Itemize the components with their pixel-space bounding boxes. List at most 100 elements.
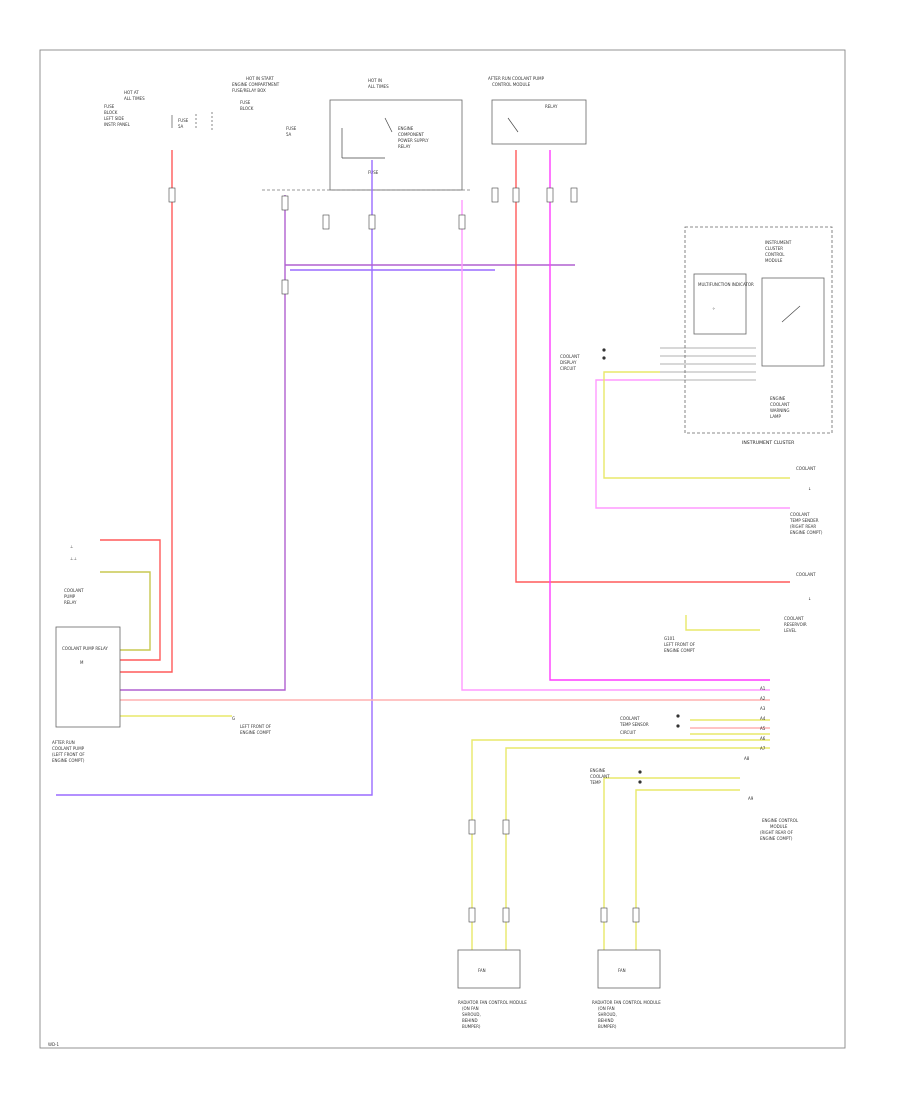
svg-text:AFTER RUN COOLANT PUMP: AFTER RUN COOLANT PUMP [488,76,545,81]
instrument-cluster-label: INSTRUMENT CLUSTER [742,440,795,446]
svg-text:INSTRUMENT: INSTRUMENT [765,240,792,245]
wire-magenta-right [549,150,770,681]
svg-text:BLOCK: BLOCK [104,110,118,115]
svg-text:RESERVOIR: RESERVOIR [784,622,807,627]
connector-stubs-top [168,187,640,923]
svg-text:FUSE: FUSE [240,100,251,105]
svg-text:FUSE: FUSE [286,126,297,131]
svg-text:BUMPER): BUMPER) [462,1024,481,1029]
svg-text:ENGINE COMPT: ENGINE COMPT [664,648,695,653]
svg-text:SHROUD,: SHROUD, [462,1012,481,1017]
svg-text:BLOCK: BLOCK [240,106,254,111]
fuse-block-left: HOT AT ALL TIMES FUSE BLOCK LEFT SIDE IN… [104,90,197,130]
svg-text:(RIGHT REAR OF: (RIGHT REAR OF [760,830,794,835]
svg-text:ENGINE COMPT): ENGINE COMPT) [790,530,823,535]
svg-text:SHROUD,: SHROUD, [598,1012,617,1017]
coolant-pump-relay-symbol: ⊥ ⊥⊥ COOLANT PUMP RELAY [64,544,84,605]
ecm-label: ENGINE CONTROL MODULE (RIGHT REAR OF ENG… [760,818,799,841]
svg-text:COOLANT: COOLANT [590,774,610,779]
fuse-block-middle: HOT IN START ENGINE COMPARTMENT FUSE/REL… [211,76,297,137]
svg-text:ENGINE: ENGINE [398,126,414,131]
svg-text:COOLANT PUMP: COOLANT PUMP [52,746,85,751]
svg-text:CONTROL MODULE: CONTROL MODULE [492,82,531,87]
svg-text:WARNING: WARNING [770,408,790,413]
fan-label-right: FAN [618,968,626,973]
wire-yellow-fan-right-b [635,789,740,950]
svg-text:ALL TIMES: ALL TIMES [368,84,389,89]
svg-text:TEMP SENDER: TEMP SENDER [789,518,819,523]
svg-text:(RIGHT REAR: (RIGHT REAR [790,524,816,529]
svg-text:ENGINE COMPT: ENGINE COMPT [240,730,271,735]
svg-text:ENGINE: ENGINE [770,396,786,401]
wire-pink-center [461,200,770,691]
signal-labels-center: COOLANT TEMP SENSOR CIRCUIT ENGINE COOLA… [589,714,680,785]
svg-text:HOT IN: HOT IN [368,78,382,83]
svg-text:FUSE/RELAY BOX: FUSE/RELAY BOX [232,88,266,93]
coolant-temp-sender: COOLANT ↓ COOLANT TEMP SENDER (RIGHT REA… [789,466,823,535]
engine-fuse-relay-box: HOT IN ALL TIMES ENGINE COMPONENT POWER … [329,78,463,191]
radiator-fan-right-label: RADIATOR FAN CONTROL MODULE [592,1000,661,1005]
svg-text:COOLANT: COOLANT [790,512,810,517]
svg-text:FUSE: FUSE [178,118,189,123]
wire-purple-left [120,195,286,691]
svg-text:CIRCUIT: CIRCUIT [620,730,636,735]
svg-text:HOT AT: HOT AT [124,90,139,95]
svg-text:↓: ↓ [808,596,811,601]
svg-text:RELAY: RELAY [398,144,411,149]
fan-label-left: FAN [478,968,486,973]
svg-text:TEMP: TEMP [589,780,601,785]
radiator-fan-left-label: RADIATOR FAN CONTROL MODULE [458,1000,527,1005]
svg-text:POWER SUPPLY: POWER SUPPLY [398,138,429,143]
wire-yellow-fan-left-a [471,739,770,950]
svg-text:A9: A9 [748,796,754,801]
svg-text:G101: G101 [664,636,675,641]
svg-text:COOLANT: COOLANT [784,616,804,621]
radiator-fan-module-right: FAN RADIATOR FAN CONTROL MODULE (ON FAN … [592,949,661,1029]
svg-text:COOLANT: COOLANT [796,466,816,471]
svg-text:⊥: ⊥ [70,544,74,549]
svg-text:A4: A4 [760,716,766,721]
svg-text:⊥⊥: ⊥⊥ [70,556,77,561]
svg-text:BEHIND: BEHIND [598,1018,614,1023]
svg-text:A3: A3 [760,706,766,711]
ground-g-left: G LEFT FRONT OF ENGINE COMPT [232,716,272,735]
svg-text:ENGINE: ENGINE [590,768,606,773]
svg-text:PUMP: PUMP [64,594,76,599]
svg-text:COOLANT: COOLANT [620,716,640,721]
wire-yellow-fan-left-b [505,747,770,950]
svg-text:CLUSTER: CLUSTER [765,246,783,251]
svg-text:(ON FAN: (ON FAN [598,1006,615,1011]
svg-text:HOT IN START: HOT IN START [246,76,274,81]
svg-text:LEFT SIDE: LEFT SIDE [104,116,125,121]
coolant-pump-control-relay: AFTER RUN COOLANT PUMP CONTROL MODULE RE… [488,76,587,145]
ecm-terminal-block: A1 A2 A3 A4 A5 A6 A7 A8 A9 [744,686,766,801]
svg-text:BEHIND: BEHIND [462,1018,478,1023]
coolant-level-sensor: COOLANT ↓ COOLANT RESERVOIR LEVEL G101 L… [664,572,816,653]
svg-text:5A: 5A [178,124,184,129]
svg-text:LEVEL: LEVEL [784,628,797,633]
svg-text:MODULE: MODULE [765,258,783,263]
svg-text:5A: 5A [286,132,292,137]
svg-text:RELAY: RELAY [64,600,77,605]
wire-red-right [515,150,790,583]
wire-yellow-fan-right-a [603,777,740,950]
svg-text:LAMP: LAMP [770,414,782,419]
svg-text:A5: A5 [760,726,766,731]
svg-text:✧: ✧ [712,306,716,311]
svg-text:BUMPER): BUMPER) [598,1024,617,1029]
svg-text:CIRCUIT: CIRCUIT [560,366,576,371]
svg-text:FUSE: FUSE [104,104,115,109]
svg-text:COOLANT: COOLANT [560,354,580,359]
wire-yellow-ic [603,371,790,479]
wire-pink-ic [595,379,790,509]
svg-text:LEFT FRONT OF: LEFT FRONT OF [664,642,696,647]
ic-connectors: COOLANT DISPLAY CIRCUIT [560,348,606,371]
wire-olive-relay [100,571,151,651]
coolant-pump-relay-label: COOLANT PUMP RELAY [62,646,108,651]
svg-text:M: M [80,660,84,665]
svg-text:COMPONENT: COMPONENT [398,132,424,137]
svg-text:TEMP SENSOR: TEMP SENSOR [619,722,649,727]
svg-text:FUSE: FUSE [368,170,379,175]
instrument-cluster: INSTRUMENT CLUSTER CONTROL MODULE MULTIF… [660,226,833,446]
